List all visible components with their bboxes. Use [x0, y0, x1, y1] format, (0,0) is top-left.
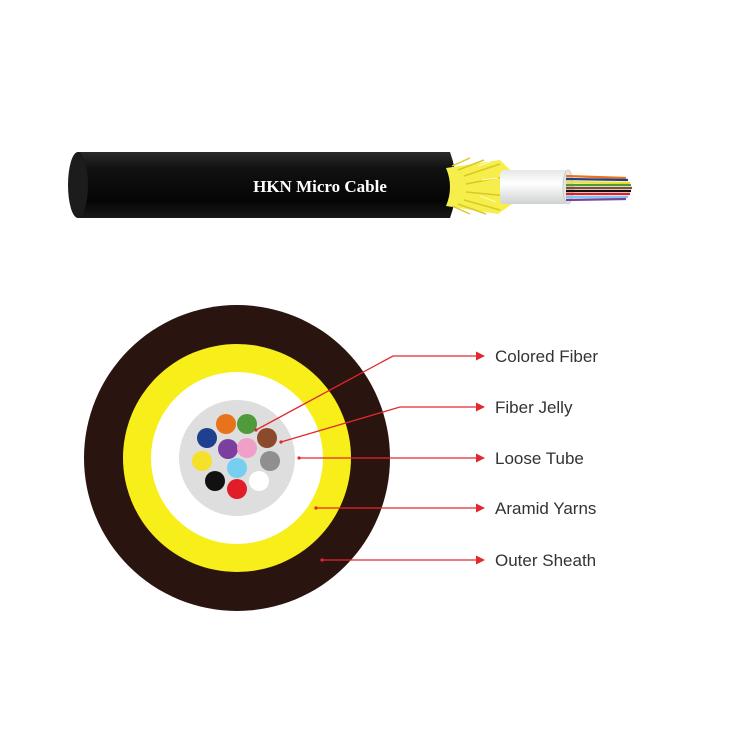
cable-brand-label: HKN Micro Cable: [253, 177, 387, 196]
fiber-brown: [257, 428, 277, 448]
fiber-white: [249, 471, 269, 491]
callout-label-aramid-yarns: Aramid Yarns: [495, 499, 596, 518]
callout-dots: [254, 428, 324, 562]
fiber-pink: [237, 438, 257, 458]
cable-loose-tube: [500, 169, 574, 205]
cable-side-view: HKN Micro Cable: [68, 152, 632, 218]
callouts: [255, 351, 485, 565]
callout-label-outer-sheath: Outer Sheath: [495, 551, 596, 570]
callout-line-fiber-jelly: [280, 402, 485, 443]
cable-cross-section: [84, 305, 390, 611]
fiber-aqua: [227, 458, 247, 478]
fiber-orange: [216, 414, 236, 434]
cable-end-cap: [68, 152, 88, 218]
fiber-blue: [197, 428, 217, 448]
cable-outer-sheath: [71, 152, 456, 218]
cable-fiber-bundle: [565, 174, 632, 202]
cable-aramid-yarns: [446, 157, 512, 215]
fiber-yellow: [192, 451, 212, 471]
fiber-black: [205, 471, 225, 491]
cross-section-fibers: [192, 414, 280, 499]
fiber-gray: [260, 451, 280, 471]
fiber-red: [227, 479, 247, 499]
fiber-purple: [218, 439, 238, 459]
callout-label-loose-tube: Loose Tube: [495, 449, 584, 468]
callout-line-colored-fiber: [255, 351, 485, 431]
fiber-green: [237, 414, 257, 434]
callout-label-fiber-jelly: Fiber Jelly: [495, 398, 573, 417]
callout-label-colored-fiber: Colored Fiber: [495, 347, 598, 366]
